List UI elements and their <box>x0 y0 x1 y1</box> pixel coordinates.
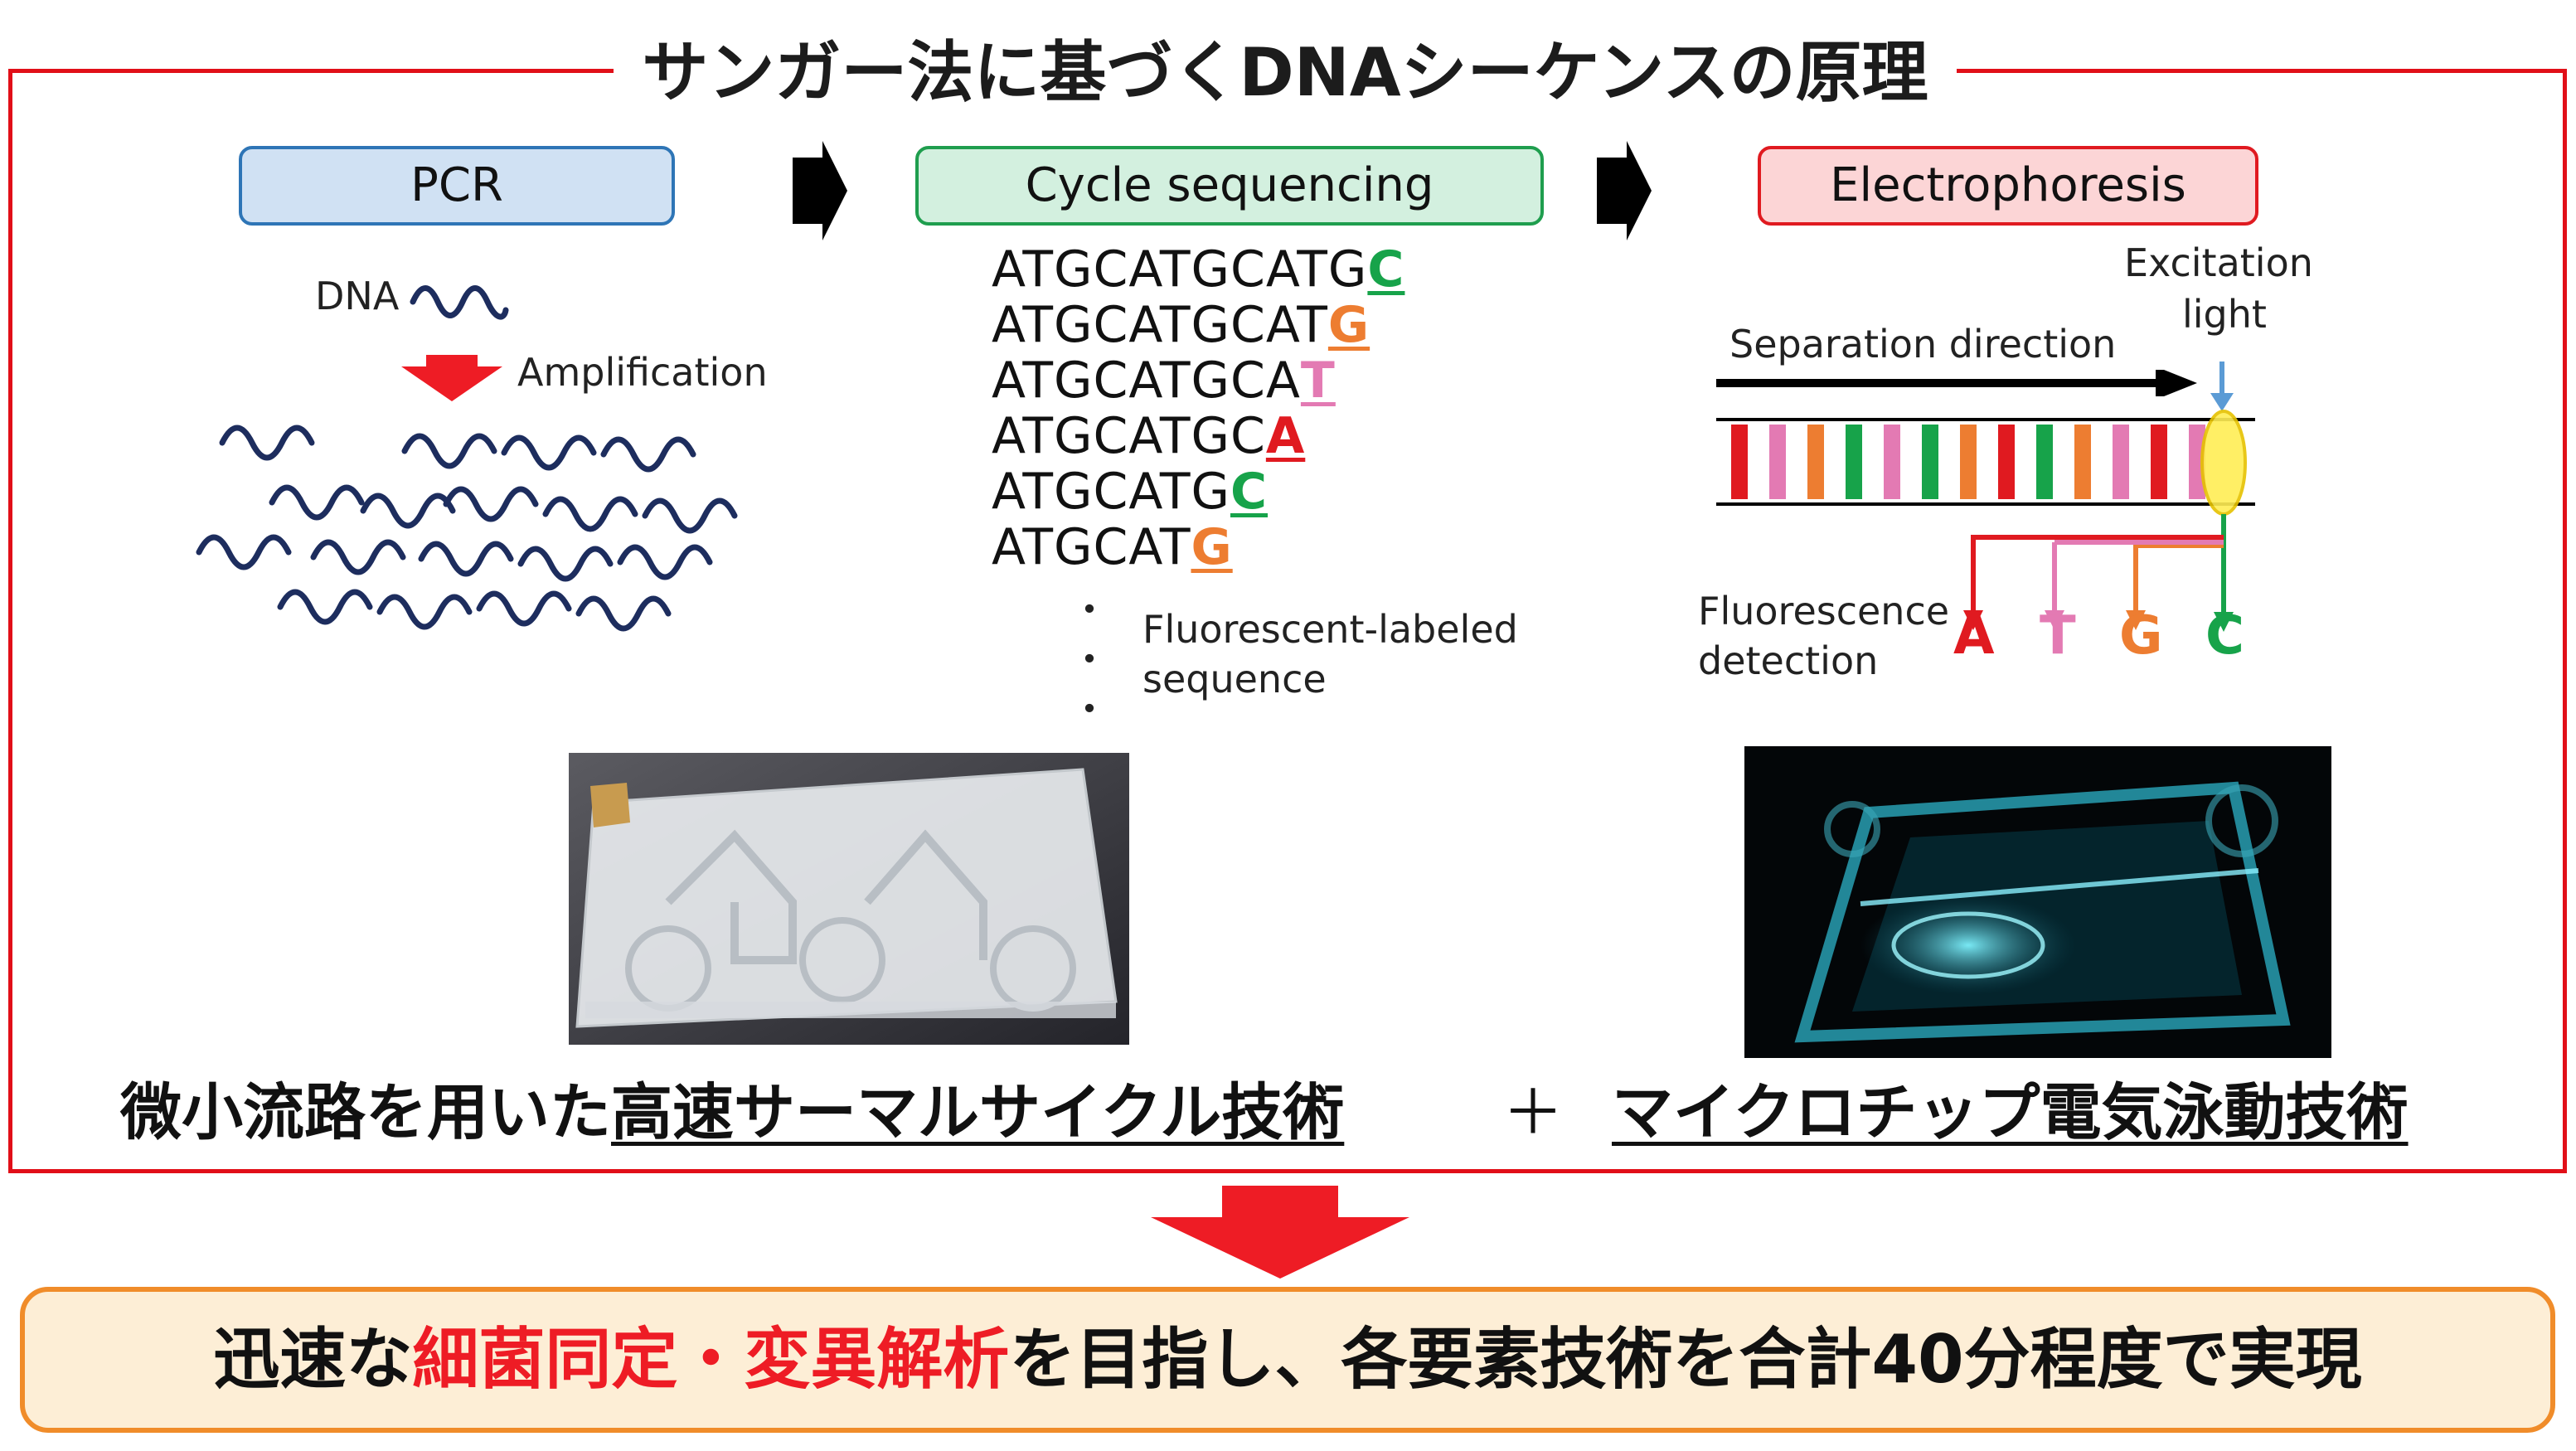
electrophoresis-band <box>2036 425 2053 499</box>
electrophoresis-band <box>2189 425 2205 499</box>
result-part1: 迅速な <box>213 1321 413 1398</box>
fluorescent-label-line1: Fluorescent-labeled <box>1142 607 1518 652</box>
ellipsis-dot: ・ <box>1070 587 1110 633</box>
tech-thermal-cycle: 高速サーマルサイクル技術 <box>611 1077 1345 1148</box>
electrophoresis-chip-photo <box>1744 746 2331 1058</box>
electrophoresis-band <box>2113 425 2129 499</box>
pcr-chip-photo <box>569 753 1129 1045</box>
sequence-prefix: ATGCATGCA <box>992 352 1301 410</box>
ellipsis-dot: ・ <box>1070 687 1110 733</box>
amplification-label: Amplification <box>517 350 768 395</box>
dna-strand-icon <box>410 285 509 320</box>
excitation-label-line2: light <box>2182 292 2267 337</box>
sequence-terminal-base: G <box>1327 296 1370 354</box>
sequence-terminal-base: G <box>1191 518 1233 576</box>
dna-label: DNA <box>315 274 400 318</box>
fluorescence-detection-line2: detection <box>1698 638 1879 683</box>
electrophoresis-bands <box>1731 425 2205 499</box>
stage-electrophoresis: Electrophoresis <box>1758 146 2258 226</box>
excitation-label-line1: Excitation <box>2124 240 2313 285</box>
electrophoresis-band <box>1846 425 1862 499</box>
sequence-row: ATGCATGCATG <box>992 298 1404 353</box>
fluorescence-detection-line1: Fluorescence <box>1698 589 1950 633</box>
electrophoresis-band <box>1731 425 1748 499</box>
stage-arrow-2-icon <box>1597 141 1652 240</box>
electrophoresis-chip-illustration <box>1744 746 2331 1058</box>
sequence-prefix: ATGCATGCATG <box>992 240 1368 298</box>
ellipsis-dot: ・ <box>1070 637 1110 683</box>
electrophoresis-band <box>1769 425 1786 499</box>
base-label-c: C <box>2205 605 2244 667</box>
sequence-row: ATGCATGCAT <box>992 353 1404 409</box>
fluorescent-label-line2: sequence <box>1142 657 1327 701</box>
sequence-terminal-base: A <box>1265 407 1306 465</box>
pcr-chip-illustration <box>569 753 1129 1045</box>
result-arrow-icon <box>1151 1186 1409 1279</box>
result-highlight: 細菌同定・変異解析 <box>412 1321 1010 1398</box>
electrophoresis-band <box>1998 425 2015 499</box>
sequence-terminal-base: C <box>1230 463 1269 521</box>
sequence-row: ATGCATGC <box>992 464 1404 520</box>
sequence-prefix: ATGCATGC <box>992 407 1266 465</box>
stage-cycle-sequencing: Cycle sequencing <box>915 146 1544 226</box>
electrophoresis-band <box>1922 425 1938 499</box>
technologies-line-2: マイクロチップ電気泳動技術 <box>1612 1063 2409 1152</box>
sequence-prefix: ATGCAT <box>992 518 1191 576</box>
tech-microchip-electrophoresis: マイクロチップ電気泳動技術 <box>1612 1077 2409 1148</box>
amplified-dna-icon <box>191 406 754 655</box>
sequence-row: ATGCATGCA <box>992 409 1404 464</box>
sequence-terminal-base: C <box>1367 240 1405 298</box>
stage-pcr: PCR <box>239 146 675 226</box>
stage-arrow-1-icon <box>793 141 847 240</box>
result-banner: 迅速な細菌同定・変異解析を目指し、各要素技術を合計40分程度で実現 <box>20 1287 2555 1433</box>
electrophoresis-band <box>1884 425 1900 499</box>
technologies-line: 微小流路を用いた高速サーマルサイクル技術 <box>120 1063 1344 1152</box>
sequence-row: ATGCATG <box>992 520 1404 575</box>
amplification-arrow-icon <box>401 355 502 401</box>
electrophoresis-band <box>2074 425 2091 499</box>
sequence-prefix: ATGCATG <box>992 463 1230 521</box>
electrophoresis-band <box>1807 425 1824 499</box>
separation-direction-label: Separation direction <box>1729 322 2117 366</box>
base-label-t: T <box>2040 605 2076 667</box>
page-title: サンガー法に基づくDNAシーケンスの原理 <box>614 23 1957 123</box>
base-label-a: A <box>1953 605 1995 667</box>
electrophoresis-diagram <box>1716 362 2255 632</box>
sequence-row: ATGCATGCATGC <box>992 242 1404 298</box>
base-label-g: G <box>2119 605 2163 667</box>
sequence-terminal-base: T <box>1300 352 1336 410</box>
result-part2: を目指し、各要素技術を合計40分程度で実現 <box>1009 1321 2362 1398</box>
electrophoresis-band <box>1960 425 1977 499</box>
electrophoresis-band <box>2151 425 2167 499</box>
tech-prefix: 微小流路を用いた <box>120 1077 611 1148</box>
sequence-list: ATGCATGCATGC ATGCATGCATG ATGCATGCAT ATGC… <box>992 242 1404 575</box>
sequence-prefix: ATGCATGCAT <box>992 296 1328 354</box>
tech-plus: ＋ <box>1502 1077 1564 1148</box>
